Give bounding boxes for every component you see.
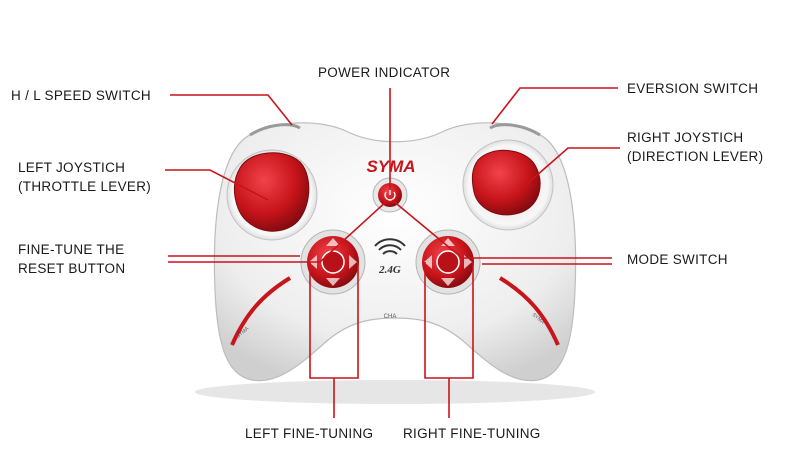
- right-red-stripe: [498, 276, 560, 346]
- label-mode-switch: MODE SWITCH: [627, 250, 728, 269]
- label-hl-speed-switch-text: H / L SPEED SWITCH: [11, 88, 151, 103]
- label-hl-speed-switch: H / L SPEED SWITCH: [11, 86, 151, 105]
- frequency-label: 2.4G: [378, 264, 401, 276]
- left-dpad[interactable]: [300, 229, 366, 295]
- label-power-indicator: POWER INDICATOR: [318, 63, 450, 82]
- left-joystick[interactable]: [233, 152, 310, 232]
- label-eversion-switch-text: EVERSION SWITCH: [627, 81, 759, 96]
- label-right-fine-tuning: RIGHT FINE-TUNING: [403, 424, 541, 443]
- callout-mode-c: [391, 199, 463, 259]
- label-left-fine-tuning-text: LEFT FINE-TUNING: [245, 426, 374, 441]
- label-right-joystick-line2: (DIRECTION LEVER): [627, 149, 764, 164]
- label-eversion-switch: EVERSION SWITCH: [627, 79, 758, 98]
- label-fine-tune-line2: RESET BUTTON: [18, 261, 126, 276]
- label-right-joystick-line1: RIGHT JOYSTICH: [627, 130, 744, 145]
- callout-fine-tune-c: [319, 199, 389, 263]
- label-left-joystick-line1: LEFT JOYSTICH: [18, 160, 126, 175]
- label-right-joystick: RIGHT JOYSTICH (DIRECTION LEVER): [627, 128, 763, 166]
- left-red-stripe: [230, 276, 292, 346]
- channel-mark: CHA: [384, 314, 397, 320]
- callout-hl-speed: [170, 94, 293, 126]
- label-mode-switch-text: MODE SWITCH: [627, 252, 728, 267]
- right-joystick[interactable]: [471, 149, 541, 216]
- label-left-joystick-line2: (THROTTLE LEVER): [18, 179, 152, 194]
- wifi-icon: [374, 238, 406, 255]
- label-fine-tune-line1: FINE-TUNE THE: [18, 242, 125, 257]
- power-icon: [384, 191, 396, 201]
- label-power-indicator-text: POWER INDICATOR: [318, 65, 451, 80]
- controller-shadow: [195, 380, 595, 404]
- label-left-joystick: LEFT JOYSTICH (THROTTLE LEVER): [18, 158, 151, 196]
- callout-right-joystick: [519, 147, 620, 191]
- right-dpad[interactable]: [415, 229, 481, 295]
- callout-lines: [165, 87, 620, 418]
- label-right-fine-tuning-text: RIGHT FINE-TUNING: [403, 426, 541, 441]
- callout-left-joystick: [165, 169, 269, 201]
- label-left-fine-tuning: LEFT FINE-TUNING: [245, 424, 373, 443]
- right-shoulder: [489, 123, 541, 137]
- label-fine-tune-reset: FINE-TUNE THE RESET BUTTON: [18, 240, 125, 278]
- left-shoulder: [249, 123, 301, 137]
- callout-eversion: [491, 87, 618, 125]
- brand-logo: SYMA: [366, 157, 415, 176]
